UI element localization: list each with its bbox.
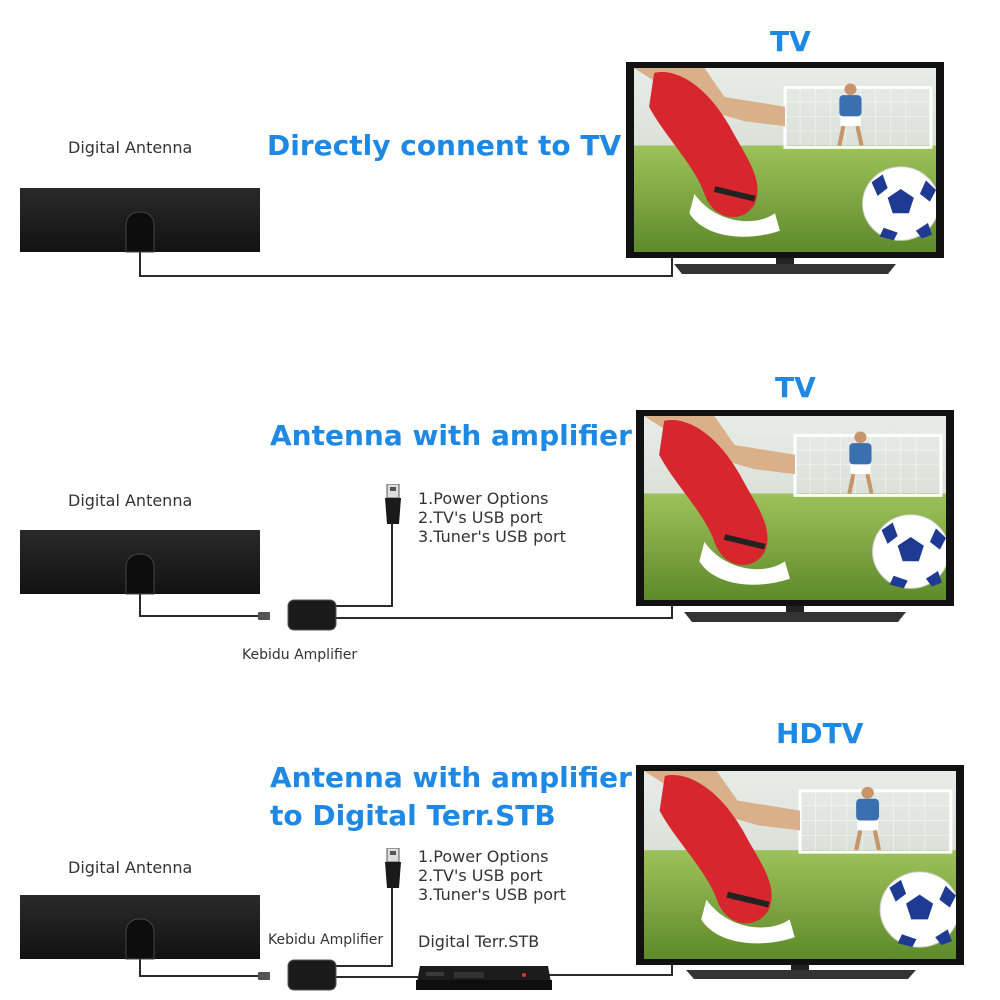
amplifier-label-2: Kebidu Amplifier — [268, 932, 384, 948]
amplifier-icon — [287, 959, 337, 991]
power-option: 1.Power Options — [418, 489, 549, 508]
amplifier-label-1: Kebidu Amplifier — [242, 647, 358, 663]
usb-cable-1 — [326, 524, 393, 607]
tv-icon — [626, 62, 944, 274]
section-heading-stb-line2: to Digital Terr.STB — [270, 799, 556, 832]
power-option: 2.TV's USB port — [418, 508, 543, 527]
antenna-label-3: Digital Antenna — [68, 858, 193, 877]
usb-plug-icon — [385, 848, 401, 888]
power-option: 2.TV's USB port — [418, 866, 543, 885]
antenna-label-1: Digital Antenna — [68, 138, 193, 157]
power-option: 1.Power Options — [418, 847, 549, 866]
stb-label: Digital Terr.STB — [418, 932, 540, 951]
antenna-label-2: Digital Antenna — [68, 491, 193, 510]
hdtv-label: HDTV — [776, 717, 864, 750]
section-heading-amplifier: Antenna with amplifier — [270, 419, 632, 452]
digital-antenna-icon — [20, 895, 260, 960]
coax-cable-stb-to-tv — [548, 962, 673, 976]
digital-antenna-icon — [20, 530, 260, 595]
section-heading-direct: Directly connent to TV — [267, 129, 622, 162]
coax-cable-amp-to-tv — [336, 603, 673, 619]
power-options-list-2: 1.Power Options 2.TV's USB port 3.Tuner'… — [418, 847, 566, 904]
digital-antenna-icon — [20, 188, 260, 253]
section-heading-stb-line1: Antenna with amplifier — [270, 761, 632, 794]
usb-plug-icon — [385, 484, 401, 524]
coax-cable-direct — [139, 250, 673, 277]
tv-label-2: TV — [775, 371, 816, 404]
coax-cable-antenna-to-amp-2 — [139, 955, 262, 977]
amplifier-icon — [287, 599, 337, 631]
tv-label-1: TV — [770, 25, 811, 58]
tv-icon — [636, 410, 954, 622]
usb-cable-2 — [326, 888, 393, 967]
power-options-list-1: 1.Power Options 2.TV's USB port 3.Tuner'… — [418, 489, 566, 546]
tv-icon — [636, 765, 964, 979]
set-top-box-icon — [416, 966, 552, 990]
power-option: 3.Tuner's USB port — [418, 885, 566, 904]
power-option: 3.Tuner's USB port — [418, 527, 566, 546]
coax-cable-antenna-to-amp — [139, 590, 262, 617]
